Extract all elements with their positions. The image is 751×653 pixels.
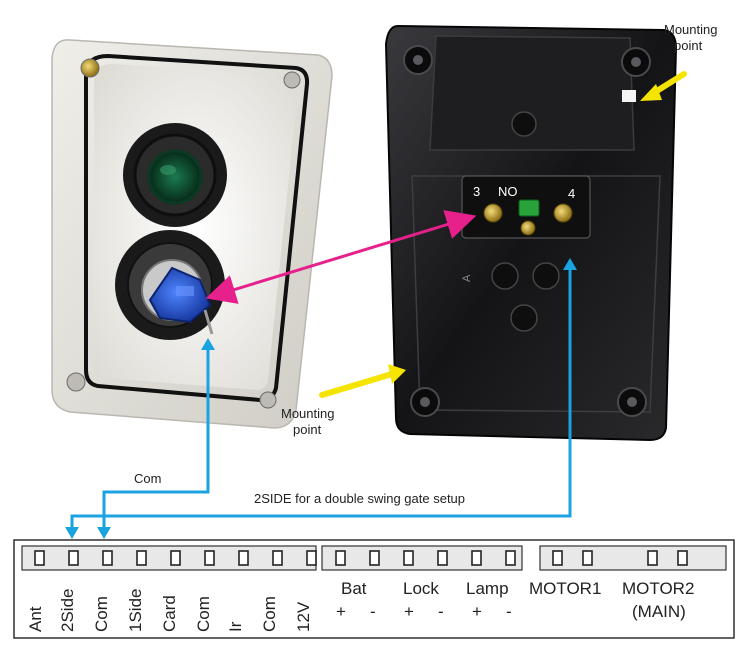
terminal-label-lamp: Lamp	[466, 579, 509, 598]
arrow-icon	[640, 71, 687, 101]
push-button-icon	[123, 123, 227, 227]
terminal-label-card: Card	[160, 595, 179, 632]
terminal-sign-lock-plus: +	[404, 602, 414, 621]
terminal-pin-motor1-2	[582, 550, 593, 566]
terminal-sign-bat-plus: +	[336, 602, 346, 621]
boss	[511, 111, 537, 137]
terminal-sign-lamp-plus: +	[472, 602, 482, 621]
contact-label-3: 3	[473, 184, 480, 199]
terminal-label-motor1: MOTOR1	[529, 579, 601, 598]
terminal-pin-main-9	[306, 550, 317, 566]
pink-connection-arrow	[205, 210, 477, 304]
terminal-label-2side: 2Side	[58, 589, 77, 632]
terminal-pin-motor2-1	[647, 550, 658, 566]
enclosure-top-recess	[429, 35, 635, 151]
boss	[532, 262, 560, 290]
twoside-wire	[65, 258, 577, 539]
terminal-strip-power	[321, 545, 523, 571]
boss	[510, 304, 538, 332]
terminal-sign-bat-minus: -	[370, 602, 376, 621]
terminal-labels-motor: MOTOR1 MOTOR2 (MAIN)	[529, 579, 694, 621]
terminal-label-com-3: Com	[260, 596, 279, 632]
mounting-notch	[622, 90, 636, 102]
terminal-pin-power-5	[471, 550, 482, 566]
terminal-pin-motor2-2	[677, 550, 688, 566]
key-switch-icon	[115, 230, 225, 340]
terminal-label-com-1: Com	[92, 596, 111, 632]
terminal-pin-power-1	[335, 550, 346, 566]
terminal-labels-power: Bat Lock Lamp + - + - + -	[336, 579, 512, 621]
terminal-pin-main-7	[238, 550, 249, 566]
terminal-label-motor2: MOTOR2	[622, 579, 694, 598]
screw-icon	[403, 45, 651, 417]
contact-label-4: 4	[568, 186, 575, 201]
control-box-left	[51, 39, 333, 429]
terminal-strip-main	[21, 545, 317, 571]
mounting-point-center-label-line2: point	[293, 422, 322, 437]
terminal-label-bat: Bat	[341, 579, 367, 598]
terminal-label-motor2-main: (MAIN)	[632, 602, 686, 621]
box-interior	[94, 64, 298, 390]
terminal-pin-power-3	[403, 550, 414, 566]
mounting-point-center-label-line1: Mounting	[281, 406, 334, 421]
com-wire	[97, 338, 215, 539]
terminal-pin-main-4	[136, 550, 147, 566]
enclosure-right: 3 NO 4 A	[384, 24, 678, 442]
arrow-icon	[319, 364, 406, 398]
terminal-label-lock: Lock	[403, 579, 439, 598]
twoside-wire-label: 2SIDE for a double swing gate setup	[254, 491, 465, 506]
com-wire-label: Com	[134, 471, 161, 486]
screw-icon	[66, 58, 301, 409]
terminal-pin-main-3	[102, 550, 113, 566]
terminal-pin-main-8	[272, 550, 283, 566]
terminal-pin-main-1	[34, 550, 45, 566]
terminal-labels-main: Ant 2Side Com 1Side Card Com Ir Com 12V	[26, 589, 313, 632]
mounting-point-right-label-line1: Mounting	[664, 22, 717, 37]
terminal-pins	[34, 550, 688, 566]
terminal-pin-motor1-1	[552, 550, 563, 566]
terminal-label-com-2: Com	[194, 596, 213, 632]
terminal-pin-main-5	[170, 550, 181, 566]
terminal-label-ant: Ant	[26, 606, 45, 632]
terminal-sign-lock-minus: -	[438, 602, 444, 621]
terminal-pin-main-6	[204, 550, 215, 566]
contact-label-a: A	[461, 274, 473, 282]
boss	[491, 262, 519, 290]
terminal-strip-motor	[539, 545, 727, 571]
terminal-sign-lamp-minus: -	[506, 602, 512, 621]
terminal-label-ir: Ir	[226, 621, 245, 632]
contact-label-no: NO	[498, 184, 518, 199]
terminal-pin-power-6	[505, 550, 516, 566]
terminal-label-1side: 1Side	[126, 589, 145, 632]
terminal-label-12v: 12V	[294, 601, 313, 632]
no-contact-block	[461, 175, 591, 239]
terminal-pin-power-2	[369, 550, 380, 566]
mounting-point-right-label-line2: point	[674, 38, 703, 53]
terminal-pin-power-4	[437, 550, 448, 566]
terminal-pin-main-2	[68, 550, 79, 566]
